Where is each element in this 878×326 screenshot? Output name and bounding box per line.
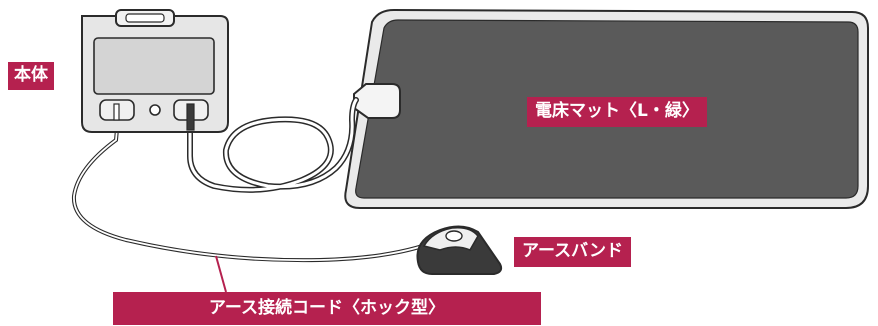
earth-band	[416, 225, 503, 275]
cord-leader-line	[215, 255, 227, 293]
mat-cable	[187, 97, 359, 193]
mat-connector	[353, 83, 401, 119]
label-floor-mat: 電床マット〈L・緑〉	[527, 97, 707, 127]
main-unit	[81, 9, 229, 133]
label-main-unit: 本体	[8, 62, 54, 90]
label-earth-cord: アース接続コード〈ホック型〉	[113, 292, 541, 325]
earth-cord	[71, 116, 446, 263]
label-earth-band: アースバンド	[514, 237, 631, 267]
